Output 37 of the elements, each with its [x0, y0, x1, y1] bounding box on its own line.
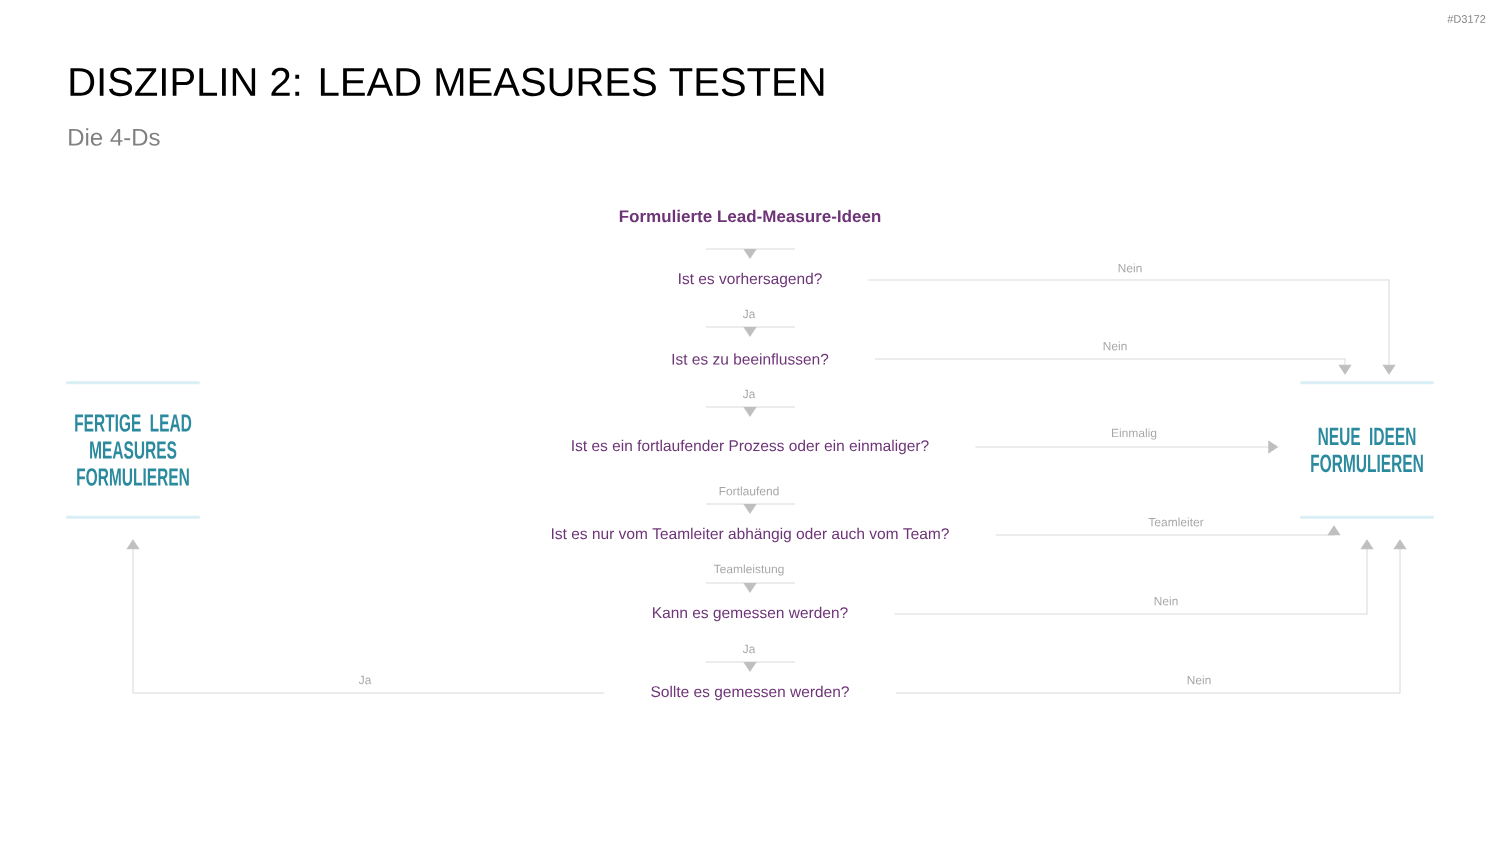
edge-label: Nein	[1152, 595, 1180, 607]
edge-label: Fortlaufend	[717, 485, 781, 497]
arrow	[743, 406, 757, 417]
arrow	[893, 539, 1374, 615]
outcome-box: NEUE IDEEN FORMULIEREN	[1300, 381, 1434, 519]
edge-label: Einmalig	[1110, 427, 1158, 441]
edge-label: Nein	[1116, 262, 1144, 274]
question-text: Ist es ein fortlaufender Prozess oder ein einmaliger?	[572, 439, 929, 455]
arrow	[995, 525, 1341, 536]
heading-text: Formulierte Lead-Measure-Ideen	[619, 209, 881, 223]
question-text: Ist es zu beeinflussen?	[672, 353, 829, 365]
edge-label: Teamleiter	[1147, 516, 1205, 528]
arrow	[895, 539, 1407, 694]
arrow	[743, 503, 757, 514]
reference-code: #D3172	[1447, 15, 1486, 23]
arrow	[743, 248, 757, 259]
arrow	[868, 279, 1396, 375]
edge-label: Ja	[741, 388, 757, 400]
arrow	[743, 661, 757, 672]
edge-label: Nein	[1101, 340, 1129, 352]
question-text: Ist es nur vom Teamleiter abhängig oder auch vom Team?	[552, 527, 949, 543]
arrow	[743, 582, 757, 593]
arrow	[126, 539, 605, 694]
question-text: Sollte es gemessen werden?	[651, 685, 849, 701]
subtitle: Die 4-Ds	[69, 128, 160, 146]
edge-label: Ja	[741, 643, 757, 655]
edge-label: Teamleistung	[712, 563, 786, 577]
question-text: Ist es vorhersagend?	[679, 272, 822, 288]
edge-label: Nein	[1185, 674, 1213, 686]
arrow	[874, 358, 1352, 375]
edge-label: Ja	[741, 308, 757, 320]
title: DISZIPLIN 2: LEAD MEASURES TESTEN	[70, 67, 824, 97]
arrow	[974, 440, 1278, 454]
arrow	[743, 326, 757, 337]
outcome-box: FERTIGE LEAD MEASURES FORMULIEREN	[66, 381, 200, 519]
edge-label: Ja	[357, 674, 373, 686]
question-text: Kann es gemessen werden?	[653, 606, 848, 622]
